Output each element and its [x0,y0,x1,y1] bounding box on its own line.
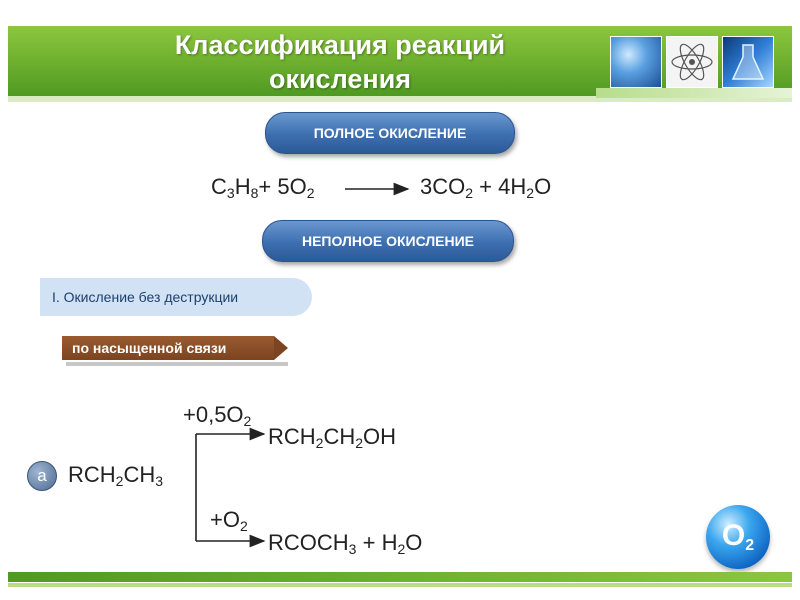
atom-icon [671,43,713,81]
equation-full-oxidation: C3H8+ 5O2 [211,174,315,201]
section-label: I. Окисление без деструкции [40,278,312,316]
reactant-formula: RCH2CH3 [68,462,163,489]
reactant-r: RCH [68,462,116,487]
partial-oxidation-pill: НЕПОЛНОЕ ОКИСЛЕНИЕ [262,220,514,262]
molecules-thumbnail [610,36,662,88]
eq1-co2: 3CO [420,174,466,199]
footer-bar [8,572,792,582]
bottom-reagent-text: +O [210,507,240,532]
top-product-p2: CH [323,424,356,449]
top-product-p3: OH [363,424,397,449]
eq1-co2-sub: 2 [465,185,474,201]
oxygen-logo: O2 [706,505,770,569]
top-reagent: +0,5O2 [183,402,251,429]
labware-thumbnail [722,36,774,88]
bottom-product-p1-sub: 3 [348,541,357,557]
reactant-sub1: 2 [115,473,124,489]
tag-arrow-tip [274,336,288,360]
bottom-product-p2: H [381,530,398,555]
top-product: RCH2CH2OH [268,424,396,451]
reactant-ch: CH [123,462,156,487]
eq1-h2o-tail: O [534,174,552,199]
top-bar [8,0,792,24]
oxygen-logo-sub: 2 [745,537,755,554]
footer-stripe [8,583,792,587]
eq1-o2-sub: 2 [306,185,315,201]
bottom-product-p3: O [405,530,423,555]
flask-icon [731,44,765,80]
bottom-product: RCOCH3 + H2O [268,530,422,557]
eq1-c: C [211,174,227,199]
item-a-badge: a [27,461,57,491]
bottom-product-p1: RCOCH [268,530,349,555]
eq1-plus1: + [258,174,272,199]
title-line-2: окисления [268,64,412,94]
tag-shadow [66,362,288,366]
title-line-1: Классификация реакций [174,30,506,60]
page-title: Классификация реакций окисления [100,28,580,96]
eq1-plus2: + [479,174,493,199]
eq1-h2o: 4H [498,174,527,199]
tag-label: по насыщенной связи [62,336,274,360]
eq1-o2: 5O [277,174,307,199]
eq1-h-sub: 8 [250,185,259,201]
header-stripe [8,96,792,102]
atom-thumbnail [666,36,718,88]
eq1-c-sub: 3 [226,185,235,201]
header-accent-stripe [596,88,792,98]
bottom-reagent-sub: 2 [239,518,248,534]
top-product-p1-sub: 2 [315,435,324,451]
bottom-product-plus: + [362,530,376,555]
top-reagent-text: +0,5O [183,402,244,427]
eq1-h2o-sub: 2 [526,185,535,201]
full-oxidation-pill: ПОЛНОЕ ОКИСЛЕНИЕ [265,112,515,154]
bottom-reagent: +O2 [210,507,248,534]
top-product-p2-sub: 2 [355,435,364,451]
top-reagent-sub: 2 [243,413,252,429]
oxygen-logo-o: O [721,519,746,552]
saturated-bond-tag: по насыщенной связи [62,336,290,366]
equation-full-oxidation-products: 3CO2 + 4H2O [420,174,551,201]
bottom-product-p2-sub: 2 [397,541,406,557]
top-product-p1: RCH [268,424,316,449]
reactant-sub2: 3 [155,473,164,489]
eq1-h: H [234,174,251,199]
